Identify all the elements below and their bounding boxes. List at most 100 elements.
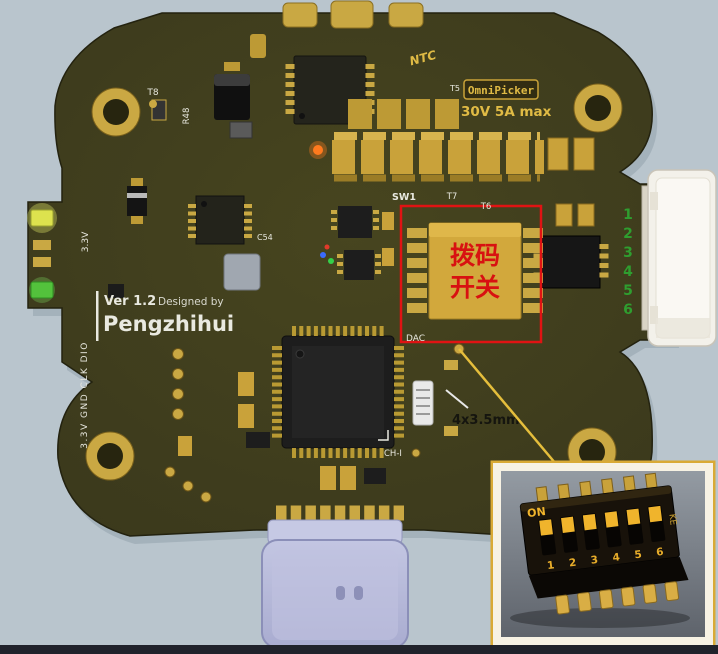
- label-t5: T5: [449, 84, 460, 93]
- capacitor: [178, 436, 192, 456]
- usb-slot: [354, 586, 363, 600]
- capacitor: [577, 203, 595, 227]
- switch-body-sheen: [520, 485, 672, 512]
- switch-pin: [644, 472, 658, 489]
- silkscreen-divider: [96, 291, 99, 341]
- switch-slider: [604, 511, 619, 528]
- inductor: [223, 253, 261, 291]
- green-led: [328, 258, 334, 264]
- connector-shade: [656, 318, 710, 338]
- capacitor: [382, 212, 394, 230]
- pad: [444, 426, 458, 436]
- capacitor: [382, 248, 394, 266]
- small-ic: [338, 206, 372, 238]
- brand-badge: [463, 79, 539, 100]
- label-t6: T6: [480, 202, 492, 212]
- switch-pin: [642, 583, 658, 604]
- label-sw1: SW1: [392, 192, 416, 203]
- connector-pin-numbers: 1 2 3 4 5 6: [623, 207, 633, 318]
- pin-number: 3: [623, 245, 633, 261]
- crystal: [412, 380, 434, 426]
- switch-pin: [620, 586, 636, 607]
- yellow-led: [30, 209, 54, 227]
- test-pad: [172, 388, 184, 400]
- switch-number: 3: [590, 554, 599, 567]
- blue-led: [320, 252, 326, 258]
- orange-led: [313, 145, 323, 155]
- switch-pin: [535, 486, 549, 503]
- test-pad: [200, 491, 212, 503]
- connector-face: [655, 177, 711, 339]
- switch-pin: [622, 475, 636, 492]
- designed-by-label: Designed by: [158, 296, 224, 308]
- right-chip: [533, 235, 609, 289]
- author-label: Pengzhihui: [103, 312, 234, 336]
- dip-label-line1: 拨码: [450, 241, 500, 270]
- dimension-annotation: 4x3.5mm: [445, 389, 520, 428]
- pad: [131, 178, 143, 186]
- test-pad: [164, 466, 176, 478]
- capacitor: [555, 203, 573, 227]
- top-edge-pads: [250, 0, 424, 58]
- pad: [411, 448, 421, 458]
- usb-c-connector: [261, 519, 409, 649]
- test-pad: [172, 348, 184, 360]
- pin-number: 5: [623, 283, 633, 299]
- switch-number: 5: [634, 549, 643, 562]
- label-t8: T8: [146, 88, 158, 98]
- mounting-hole: [85, 431, 135, 481]
- pin1-dot: [299, 113, 305, 119]
- switch-pin: [557, 483, 571, 500]
- pad: [444, 360, 458, 370]
- bottom-bar: [0, 645, 718, 654]
- version-label: Ver 1.2: [104, 294, 156, 309]
- pin1-dot: [295, 349, 305, 359]
- usb-plug-face: [272, 550, 398, 640]
- switch-slider: [561, 516, 575, 533]
- label-ntc: NTC: [408, 48, 438, 69]
- red-led: [324, 244, 330, 250]
- capacitor: [340, 466, 356, 490]
- label-t7: T7: [446, 192, 458, 202]
- dip-switch-body: [428, 222, 522, 320]
- pin-number: 2: [623, 226, 633, 242]
- switch-on-label: ON: [526, 505, 546, 520]
- dip-label-line2: 开关: [450, 273, 500, 302]
- switch-number: 4: [612, 551, 621, 564]
- dimension-label: 4x3.5mm: [452, 413, 520, 428]
- switch-number: 1: [546, 559, 555, 572]
- pin-number: 6: [623, 302, 633, 318]
- capacitor: [547, 137, 569, 171]
- component-shine: [214, 74, 250, 86]
- latch: [650, 192, 658, 210]
- switch-body: [519, 485, 680, 576]
- label-dac: DAC: [406, 334, 425, 344]
- pad: [131, 216, 143, 224]
- switch-slider: [539, 519, 553, 536]
- swd-port-labels: 3.3V GND CLK DIO: [80, 341, 90, 449]
- dip-switch-area: 拨码 开关: [399, 204, 543, 355]
- switch-pin: [555, 594, 570, 615]
- small-chip: [229, 121, 253, 139]
- test-pad: [182, 480, 194, 492]
- highlight-box: [399, 204, 543, 344]
- mcu: [272, 326, 404, 458]
- switch-number: 6: [656, 546, 665, 559]
- switch-pin: [579, 480, 593, 498]
- switch-front-face: [528, 556, 689, 599]
- transistor: [108, 284, 124, 298]
- pin1-dot: [201, 201, 207, 207]
- test-pad: [172, 368, 184, 380]
- switch-number: 2: [568, 557, 577, 570]
- capacitor: [320, 466, 336, 490]
- capacitor: [573, 137, 595, 171]
- switch-slider: [582, 513, 597, 531]
- brand-badge-label: OmniPicker: [468, 84, 535, 97]
- pad: [33, 257, 51, 267]
- pad: [33, 240, 51, 250]
- bec-ic: [541, 235, 601, 289]
- diode: [127, 186, 147, 216]
- switch-slider: [626, 508, 641, 525]
